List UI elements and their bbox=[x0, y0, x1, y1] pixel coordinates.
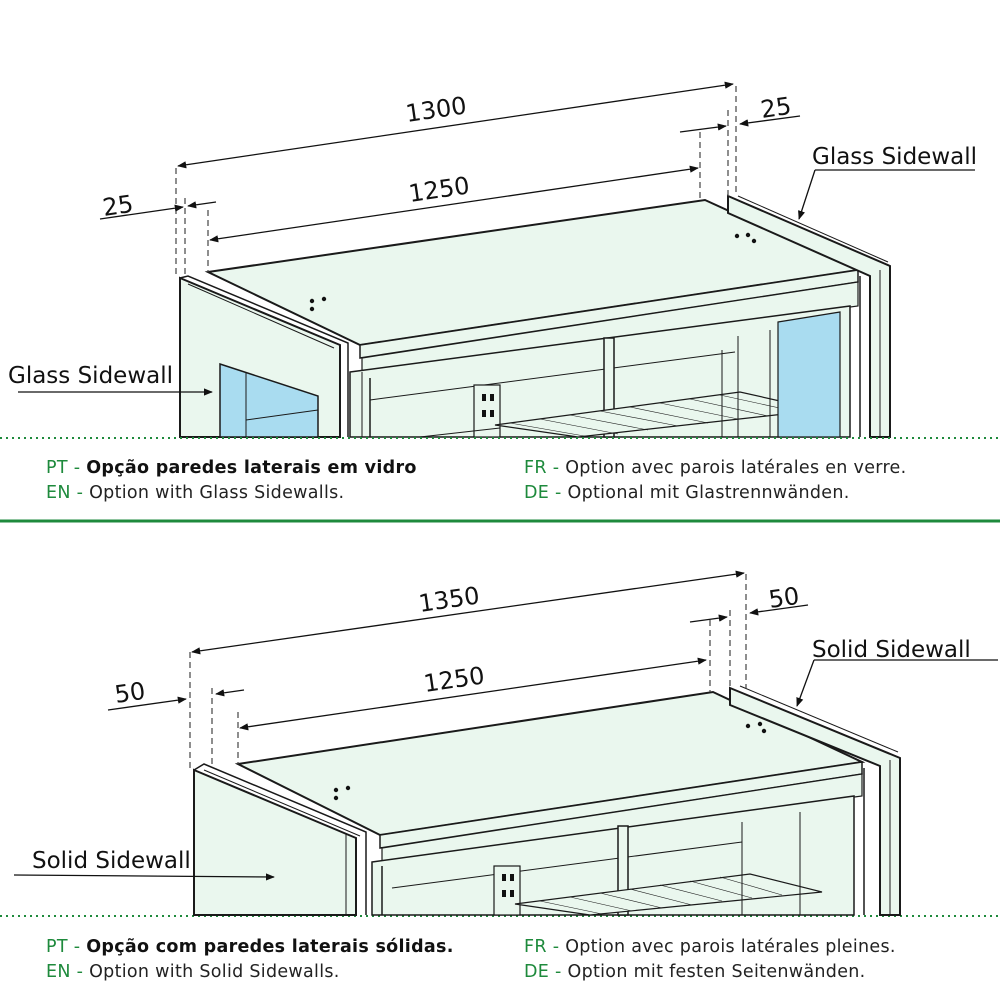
label-right-glass-sidewall: Glass Sidewall bbox=[812, 144, 977, 170]
caption-glass: PT - Opção paredes laterais em vidro EN … bbox=[0, 452, 1000, 522]
caption-solid: PT - Opção com paredes laterais sólidas.… bbox=[0, 931, 1000, 1001]
dim-right-gap-50: 50 bbox=[767, 582, 801, 614]
dim-inner-1250-solid: 1250 bbox=[422, 661, 486, 698]
right-solid-sidewall-panel bbox=[729, 686, 901, 916]
caption-pt: PT - Opção paredes laterais em vidro bbox=[46, 458, 417, 478]
caption-en: EN - Option with Glass Sidewalls. bbox=[46, 483, 345, 503]
caption-en-solid: EN - Option with Solid Sidewalls. bbox=[46, 962, 340, 982]
caption-de: DE - Optional mit Glastrennwänden. bbox=[524, 483, 850, 503]
label-right-solid-sidewall: Solid Sidewall bbox=[812, 637, 971, 663]
caption-pt-solid: PT - Opção com paredes laterais sólidas. bbox=[46, 937, 454, 957]
label-left-solid-sidewall: Solid Sidewall bbox=[32, 848, 191, 874]
dim-left-gap-25: 25 bbox=[101, 190, 135, 222]
dim-right-gap-25: 25 bbox=[759, 92, 793, 124]
caption-fr-solid: FR - Option avec parois latérales pleine… bbox=[524, 937, 896, 957]
right-glass-window bbox=[777, 311, 841, 438]
solid-sidewall-drawing: 1350 1250 50 50 Solid Sidewall Solid Sid… bbox=[13, 570, 998, 916]
glass-sidewall-drawing: 1300 1250 25 25 Glass Sidewall Glass Sid… bbox=[8, 81, 977, 438]
dim-left-gap-50: 50 bbox=[113, 677, 147, 709]
label-left-glass-sidewall: Glass Sidewall bbox=[8, 363, 173, 389]
caption-fr: FR - Option avec parois latérales en ver… bbox=[524, 458, 907, 478]
caption-de-solid: DE - Option mit festen Seitenwänden. bbox=[524, 962, 866, 982]
dim-overall-1300: 1300 bbox=[404, 91, 468, 128]
left-solid-sidewall-panel bbox=[193, 768, 357, 916]
